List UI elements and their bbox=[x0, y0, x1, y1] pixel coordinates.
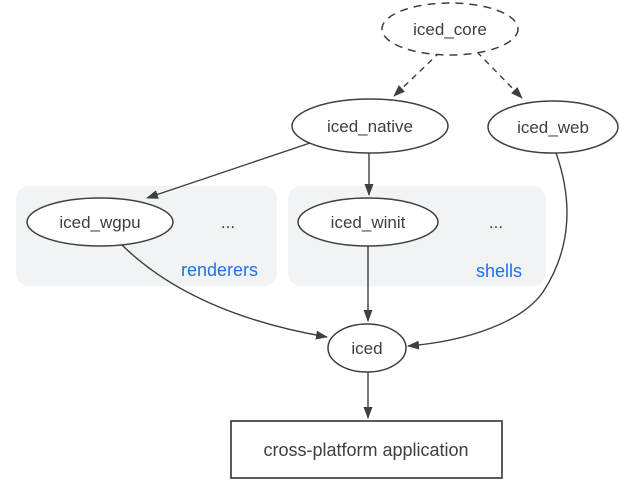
node-iced-web bbox=[487, 100, 619, 154]
edge-iced_web-iced bbox=[407, 152, 568, 350]
node-application-label: cross-platform application bbox=[263, 440, 468, 460]
edge-iced_wgpu-iced bbox=[121, 244, 328, 340]
renderers-ellipsis: ... bbox=[221, 213, 235, 232]
shells-ellipsis: ... bbox=[489, 213, 503, 232]
edge-iced_core-iced_web bbox=[476, 51, 523, 99]
renderers-group-label: renderers bbox=[181, 260, 258, 280]
node-iced-label: iced bbox=[351, 339, 382, 358]
shells-group-label: shells bbox=[476, 261, 522, 281]
node-iced-web-label: iced_web bbox=[517, 118, 589, 137]
node-iced bbox=[327, 323, 407, 373]
node-iced-wgpu bbox=[26, 197, 174, 247]
node-iced-native-label: iced_native bbox=[327, 117, 413, 136]
node-iced-winit-label: iced_winit bbox=[331, 213, 406, 232]
node-iced-native bbox=[291, 98, 449, 154]
node-iced-wgpu-label: iced_wgpu bbox=[59, 213, 140, 232]
node-iced-core bbox=[381, 2, 519, 56]
edge-iced_native-iced_wgpu bbox=[146, 142, 311, 199]
edge-iced_core-iced_native bbox=[393, 51, 441, 97]
node-iced-winit bbox=[297, 197, 439, 247]
node-application bbox=[230, 420, 503, 479]
node-iced-core-label: iced_core bbox=[413, 20, 487, 39]
